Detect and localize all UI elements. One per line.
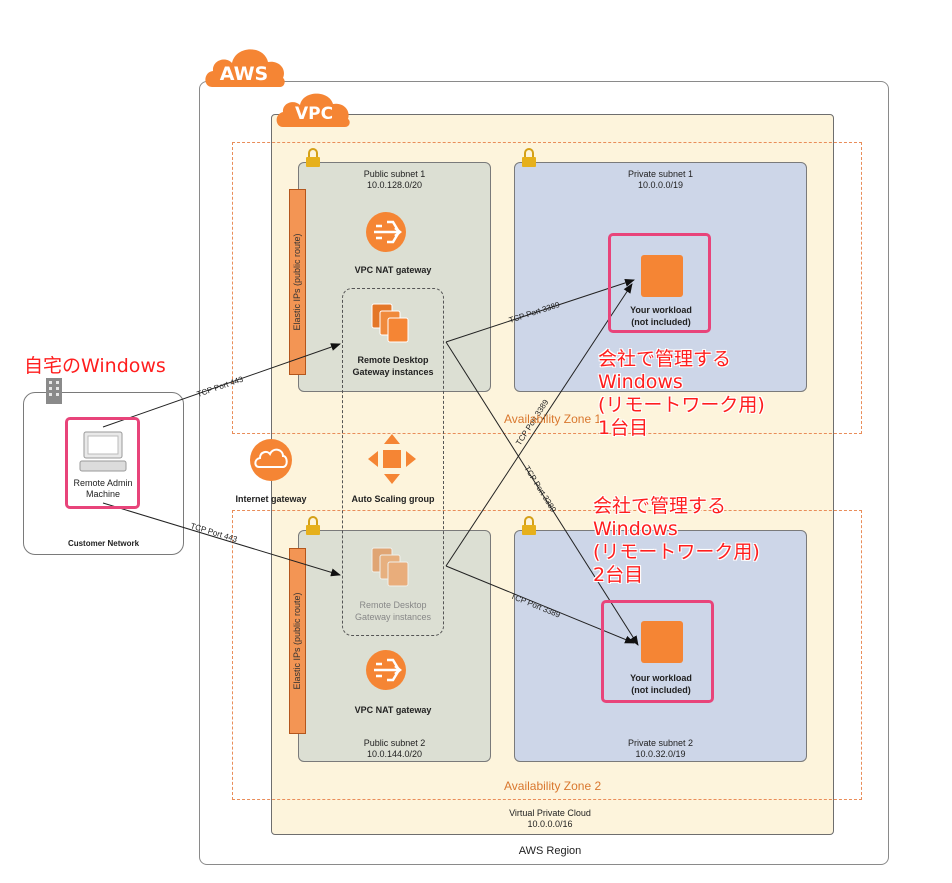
connector-admin-to-rdg2 [102,502,341,577]
public-subnet-1-cidr: 10.0.128.0/20 [366,180,423,190]
annotation-company-1-line2: Windows [598,371,683,393]
workload-label-1a: Your workload [630,305,692,315]
workload-label-1b: (not included) [631,317,691,327]
auto-scaling-group-label: Auto Scaling group [351,494,435,504]
connector-rdg1-to-workload1 [445,279,635,343]
annotation-company-1-line3: (リモートワーク用) [598,394,765,416]
port-label-443-a: TCP Port 443 [196,374,245,398]
remote-admin-label-1: Remote Admin [73,478,133,488]
port-label-443-b: TCP Port 443 [189,521,238,544]
annotation-company-2-line1: 会社で管理する [593,495,727,517]
port-label-3389-d: TCP Port 3389 [509,592,562,620]
annotation-company-2-line4: 2台目 [593,564,644,586]
nat-gateway-label-2: VPC NAT gateway [354,705,432,715]
padlock-icon-public-2 [306,516,320,535]
rdg-label-1a: Remote Desktop [357,355,429,365]
public-subnet-2-name: Public subnet 2 [363,738,426,748]
remote-admin-label-2: Machine [85,489,121,499]
availability-zone-2 [232,510,862,800]
workload-icon-2 [641,621,683,663]
annotation-company-2-line3: (リモートワーク用) [593,541,760,563]
availability-zone-1-label: Availability Zone 1 [504,412,602,426]
internet-gateway-label: Internet gateway [235,494,307,504]
building-icon [46,378,62,404]
aws-cloud-tag [205,49,285,87]
nat-gateway-label-1: VPC NAT gateway [354,265,432,275]
elastic-ips-bar-2 [289,548,306,734]
internet-gateway-icon [250,439,292,481]
workload-icon-1 [641,255,683,297]
port-label-3389-c: TCP Port 3389 [522,464,558,514]
highlight-workload-1 [608,233,711,333]
private-subnet-1-name: Private subnet 1 [627,169,694,179]
public-subnet-1-name: Public subnet 1 [363,169,426,179]
padlock-icon-private-2 [522,516,536,535]
auto-scaling-group-box [342,288,444,636]
highlight-remote-admin [65,417,140,509]
connector-rdg2-to-workload1 [445,283,633,567]
vpc-tag-label: VPC [294,104,334,124]
vpc-cidr-label: 10.0.0.0/16 [527,819,573,829]
padlock-icon-public-1 [306,148,320,167]
availability-zone-2-label: Availability Zone 2 [504,779,602,793]
annotation-company-1-line1: 会社で管理する [598,348,732,370]
private-subnet-1-cidr: 10.0.0.0/19 [637,180,684,190]
connector-admin-to-rdg1 [102,343,341,428]
vpc-name-label: Virtual Private Cloud [509,808,591,818]
rdg-instances-icon-1 [371,303,409,343]
public-subnet-1 [298,162,491,392]
aws-tag-label: AWS [219,63,269,85]
private-subnet-2-cidr: 10.0.32.0/19 [635,749,686,759]
aws-region-label: AWS Region [518,845,582,857]
rdg-label-1b: Gateway instances [352,367,434,377]
annotation-company-2-line2: Windows [593,518,678,540]
connection-lines [102,279,639,646]
computer-icon [79,431,127,472]
auto-scaling-icon [368,434,416,484]
rdg-label-2b: Gateway instances [354,612,432,622]
annotation-home-windows: 自宅のWindows [24,355,166,377]
workload-label-2a: Your workload [630,673,692,683]
rdg-label-2a: Remote Desktop [359,600,427,610]
nat-gateway-icon-1 [366,212,406,252]
vpc-cloud-tag [276,93,350,127]
padlock-icon-private-1 [522,148,536,167]
private-subnet-2-name: Private subnet 2 [627,738,694,748]
annotation-company-1-line4: 1台目 [598,417,649,439]
customer-network-label: Customer Network [67,539,140,548]
port-label-3389-a: TCP Port 3389 [508,300,561,325]
highlight-workload-2 [601,600,714,703]
public-subnet-2-cidr: 10.0.144.0/20 [366,749,423,759]
elastic-ips-bar-1 [289,189,306,375]
workload-label-2b: (not included) [631,685,691,695]
availability-zone-1 [232,142,862,434]
rdg-instances-icon-2 [371,547,409,587]
connector-rdg1-to-workload2 [445,341,639,646]
nat-gateway-icon-2 [366,650,406,690]
